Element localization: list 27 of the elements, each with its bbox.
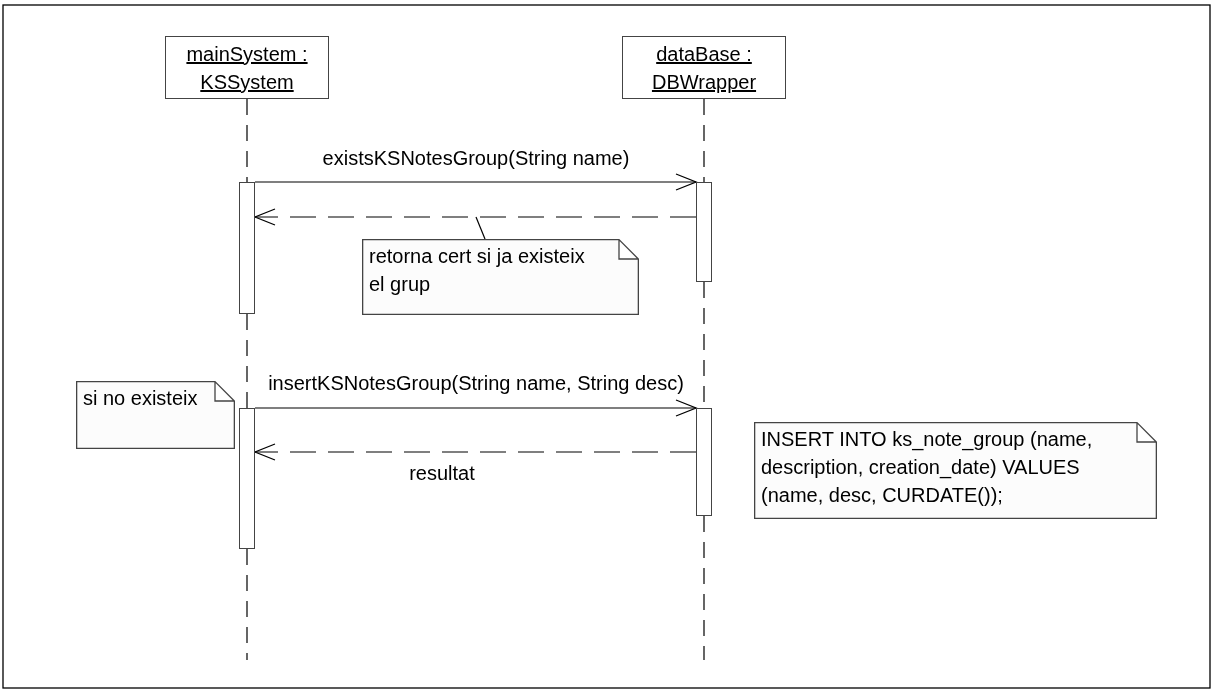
message-label: existsKSNotesGroup(String name) — [322, 146, 630, 170]
message-label: insertKSNotesGroup(String name, String desc) — [268, 371, 684, 395]
note — [76, 381, 235, 449]
note — [754, 422, 1157, 519]
message-arrow — [254, 173, 697, 191]
leader-line — [475, 216, 486, 240]
lifeline — [703, 98, 705, 183]
message-label: resultat — [409, 461, 475, 485]
object-name: mainSystem : KSSystem — [185, 41, 309, 95]
note — [362, 239, 639, 315]
object-box — [165, 36, 329, 99]
lifeline — [703, 515, 705, 661]
object-name: dataBase : DBWrapper — [650, 41, 758, 95]
activation-bar — [239, 182, 255, 314]
lifeline — [246, 98, 248, 183]
message-arrow — [254, 399, 697, 417]
object-box — [622, 36, 786, 99]
note-text: INSERT INTO ks_note_group (name, description, creation_date) VALUES (name, desc, CURDATE()); — [761, 428, 1093, 506]
activation-bar — [239, 408, 255, 549]
return-arrow — [254, 443, 697, 461]
note-text: si no existeix — [83, 387, 198, 409]
return-arrow — [254, 208, 697, 226]
lifeline — [246, 313, 248, 409]
activation-bar — [696, 408, 712, 516]
activation-bar — [696, 182, 712, 282]
note-text: retorna cert si ja existeix el grup — [369, 245, 585, 295]
lifeline — [246, 548, 248, 661]
